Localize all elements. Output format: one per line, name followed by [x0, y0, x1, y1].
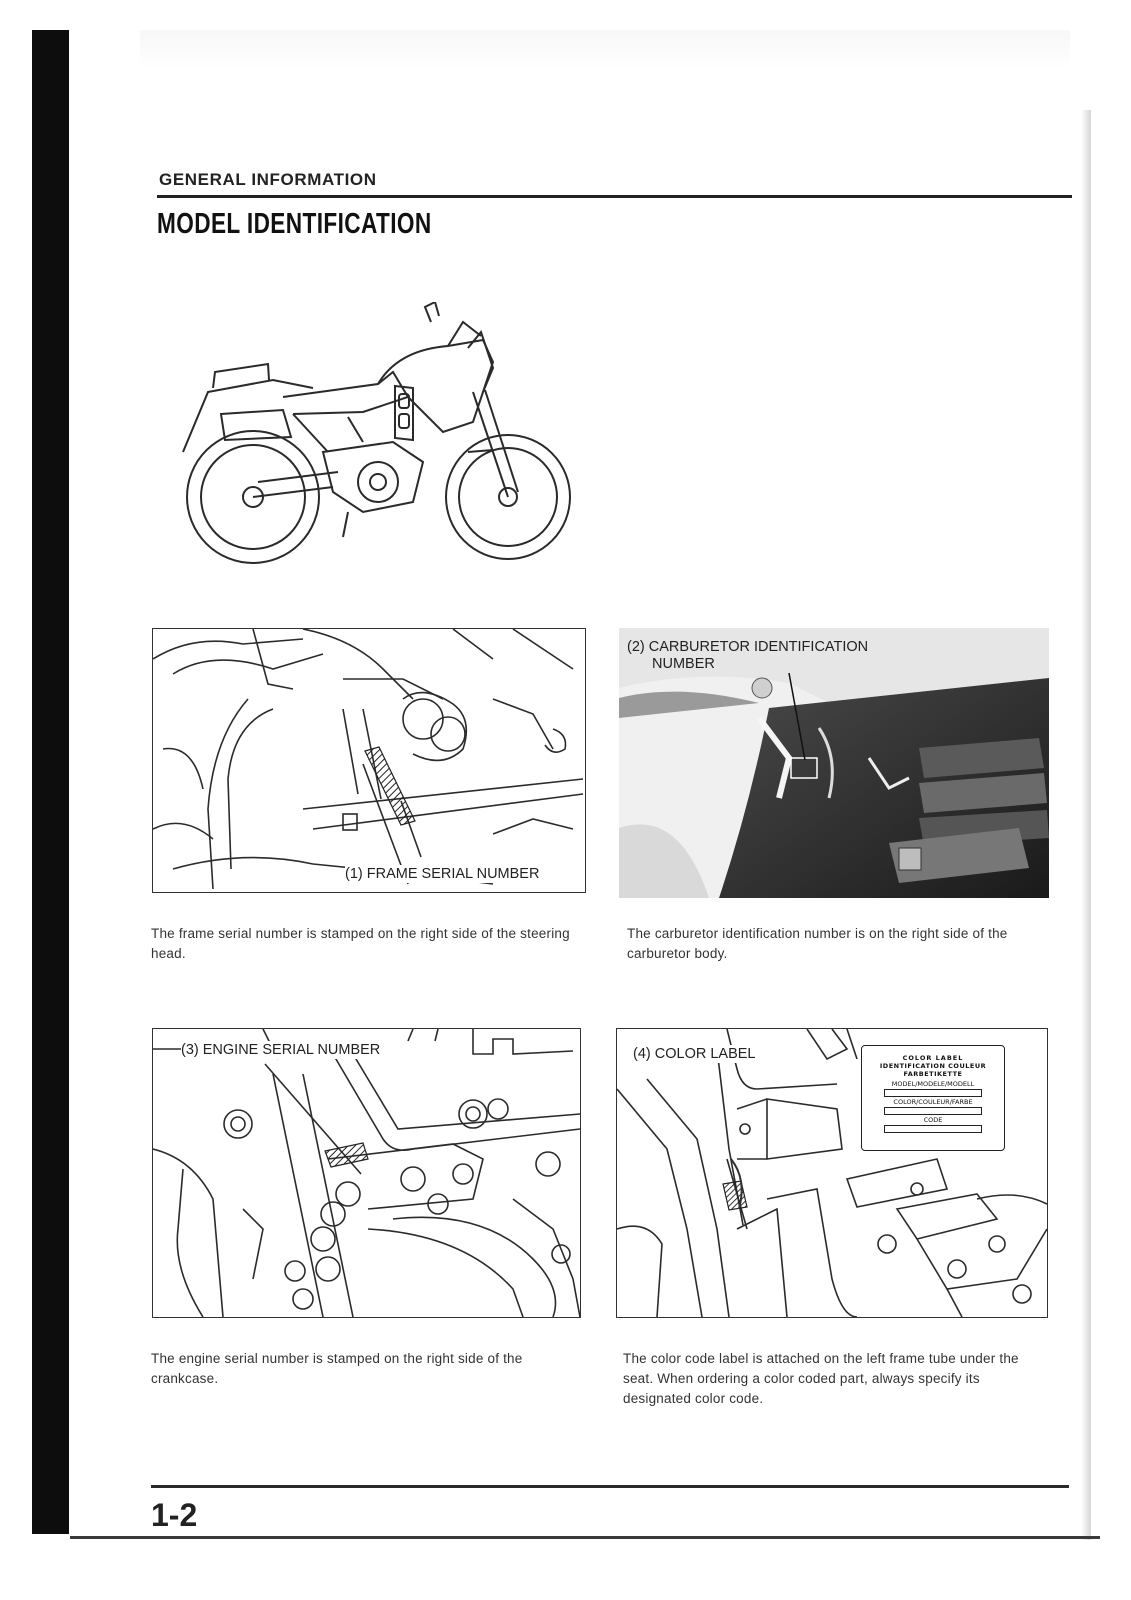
color-label-line4: MODEL/MODELE/MODELL	[891, 1080, 975, 1088]
page-edge-shadow	[1081, 110, 1091, 1540]
carburetor-callout-line2: NUMBER	[652, 656, 715, 672]
frame-line-drawing	[153, 629, 584, 890]
frame-serial-stamp	[364, 746, 416, 826]
frame-serial-callout: (1) FRAME SERIAL NUMBER	[345, 865, 540, 883]
color-label-card: COLOR LABEL IDENTIFICATION COULEUR FARBE…	[861, 1045, 1005, 1151]
carburetor-photo-content	[619, 628, 1049, 898]
section-header: GENERAL INFORMATION	[159, 170, 377, 189]
frame-serial-figure: (1) FRAME SERIAL NUMBER	[152, 628, 586, 893]
footer-rule	[151, 1485, 1069, 1488]
header-rule	[157, 195, 1072, 198]
scan-artifact	[140, 30, 1070, 70]
color-label-line3: FARBETIKETTE	[903, 1070, 963, 1078]
color-label-code-box	[884, 1125, 982, 1133]
engine-serial-caption: The engine serial number is stamped on t…	[151, 1351, 523, 1386]
color-label-color-box	[884, 1107, 982, 1115]
color-label-caption: The color code label is attached on the …	[623, 1351, 1019, 1406]
color-label-line1: COLOR LABEL	[902, 1054, 964, 1062]
carburetor-callout-line1: (2) CARBURETOR IDENTIFICATION	[627, 639, 869, 655]
engine-serial-figure: (3) ENGINE SERIAL NUMBER	[152, 1028, 581, 1318]
scan-binding-edge	[32, 30, 69, 1534]
motorcycle-illustration	[182, 302, 571, 564]
page-title: MODEL IDENTIFICATION	[157, 208, 432, 240]
frame-serial-caption: The frame serial number is stamped on th…	[151, 926, 570, 961]
engine-serial-callout: (3) ENGINE SERIAL NUMBER	[181, 1041, 381, 1059]
color-label-sticker	[722, 1158, 748, 1211]
color-label-figure: (4) COLOR LABEL COLOR LABEL IDENTIFICATI…	[616, 1028, 1048, 1318]
carburetor-photo: (2) CARBURETOR IDENTIFICATION NUMBER	[619, 628, 1049, 898]
page-number: 1-2	[151, 1497, 198, 1533]
color-label-line-drawing	[617, 1029, 1047, 1317]
color-label-line5: COLOR/COULEUR/FARBE	[893, 1098, 973, 1106]
scan-bottom-edge	[70, 1536, 1100, 1539]
color-label-model-box	[884, 1089, 982, 1097]
engine-line-drawing	[153, 1029, 580, 1317]
engine-serial-stamp	[324, 1142, 369, 1168]
carburetor-caption: The carburetor identification number is …	[627, 926, 1008, 961]
color-label-line6: CODE	[923, 1116, 943, 1124]
color-label-line2: IDENTIFICATION COULEUR	[879, 1062, 987, 1070]
color-label-callout: (4) COLOR LABEL	[633, 1045, 756, 1063]
